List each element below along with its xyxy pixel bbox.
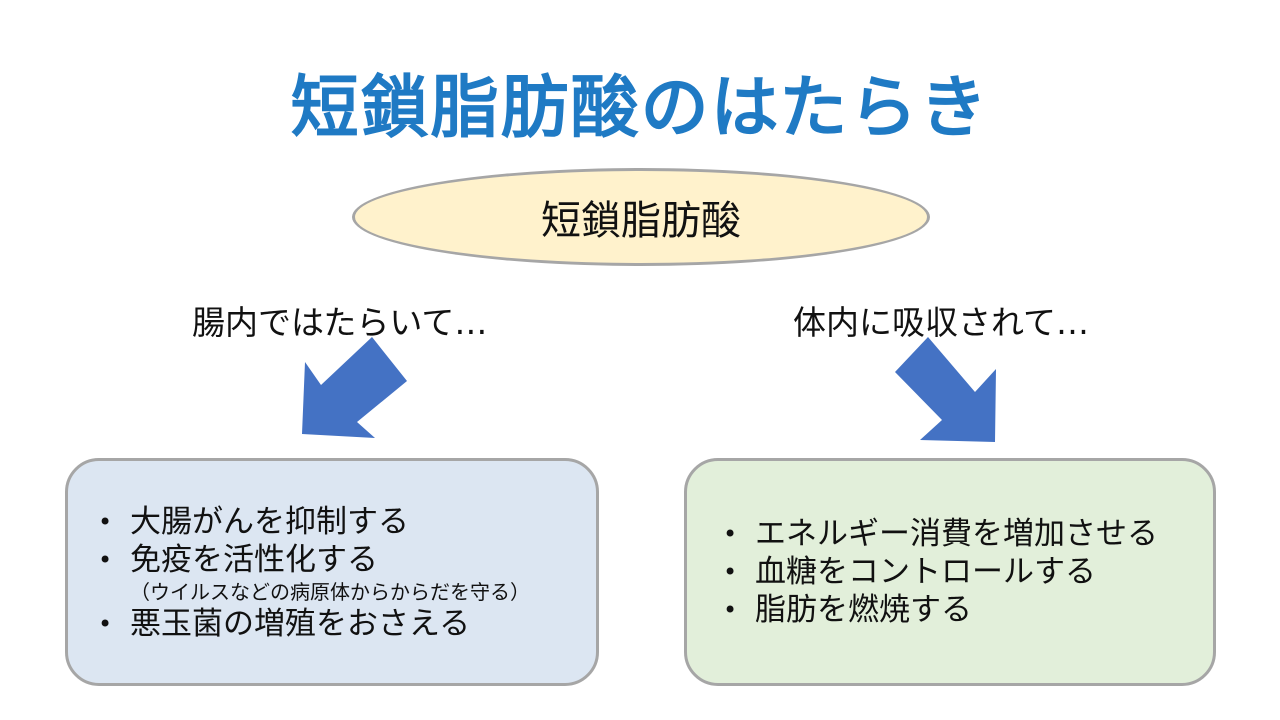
list-item: 大腸がんを抑制する (98, 503, 530, 541)
list-item: 血糖をコントロールする (723, 553, 1158, 591)
center-ellipse: 短鎖脂肪酸 (352, 168, 930, 266)
left-box: 大腸がんを抑制する 免疫を活性化する （ウイルスなどの病原体からからだを守る） … (65, 458, 599, 686)
list-note: （ウイルスなどの病原体からからだを守る） (130, 580, 530, 604)
arrow-down-left-icon (302, 337, 407, 438)
right-heading: 体内に吸収されて… (793, 303, 1090, 342)
left-heading: 腸内ではたらいて… (192, 303, 488, 342)
list-item: 悪玉菌の増殖をおさえる (98, 605, 530, 643)
list-item: 免疫を活性化する (98, 541, 530, 579)
list-item: エネルギー消費を増加させる (723, 515, 1158, 553)
list-item: 脂肪を燃焼する (723, 591, 1158, 629)
slide-title: 短鎖脂肪酸のはたらき (290, 69, 990, 148)
arrow-down-right-icon (895, 337, 996, 442)
right-box: エネルギー消費を増加させる 血糖をコントロールする 脂肪を燃焼する (684, 458, 1216, 686)
center-label: 短鎖脂肪酸 (541, 198, 741, 244)
